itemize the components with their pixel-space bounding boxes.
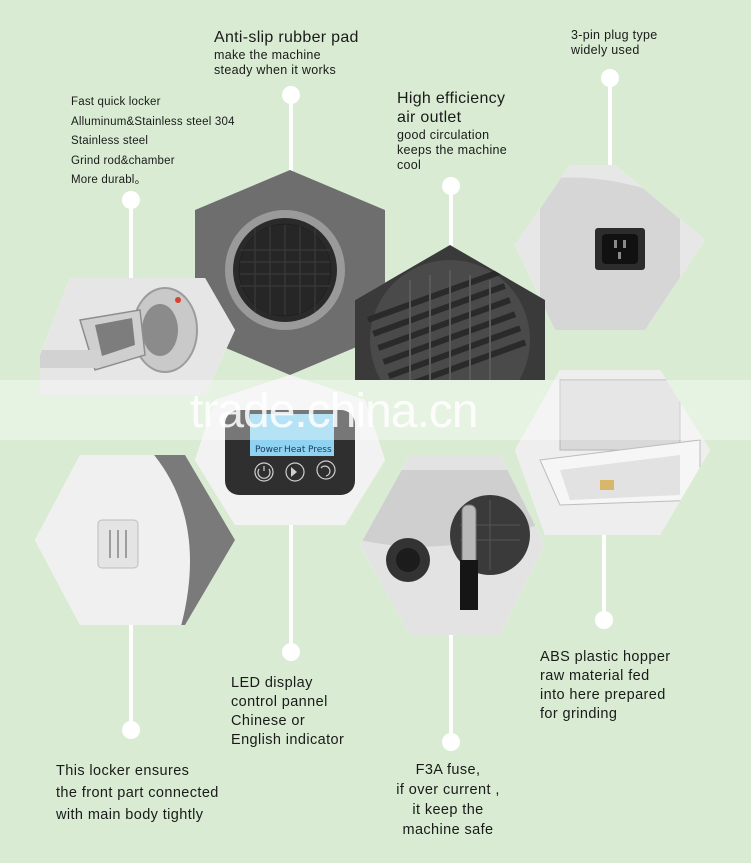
air-outlet-desc: good circulation keeps the machine cool (397, 128, 508, 172)
lcd-label-press: Press (308, 445, 332, 455)
fuse-photo (360, 455, 545, 635)
rubber-pad-desc: make the machine steady when it works (214, 48, 337, 77)
connector-dots (122, 69, 619, 751)
power-button-icon (254, 462, 274, 482)
grinder-head-photo (40, 278, 235, 395)
fuse-desc: F3A fuse, if over current , it keep the … (396, 762, 500, 838)
watermark-band (0, 380, 751, 440)
lcd-label-heat: Heat (284, 445, 306, 455)
air-outlet-photo (355, 245, 545, 380)
play-pause-button-icon (285, 462, 305, 482)
led-desc: LED display control pannel Chinese or En… (231, 675, 345, 748)
air-outlet-title: High efficiency air outlet (397, 90, 506, 126)
rubber-pad-photo (195, 170, 385, 375)
rubber-pad-title: Anti-slip rubber pad (214, 29, 359, 46)
locker-desc: This locker ensures the front part conne… (56, 763, 219, 823)
led-panel-photo: Power Heat Press (195, 375, 385, 525)
hopper-desc: ABS plastic hopper raw material fed into… (540, 649, 671, 722)
reverse-button-icon (316, 460, 336, 480)
plug-desc: 3-pin plug type widely used (571, 28, 658, 57)
grinder-desc: Fast quick locker Alluminum&Stainless st… (71, 96, 235, 186)
lcd-label-power: Power (255, 445, 283, 455)
connector-lines (129, 82, 612, 742)
watermark-text: trade.china.cn (190, 385, 479, 438)
